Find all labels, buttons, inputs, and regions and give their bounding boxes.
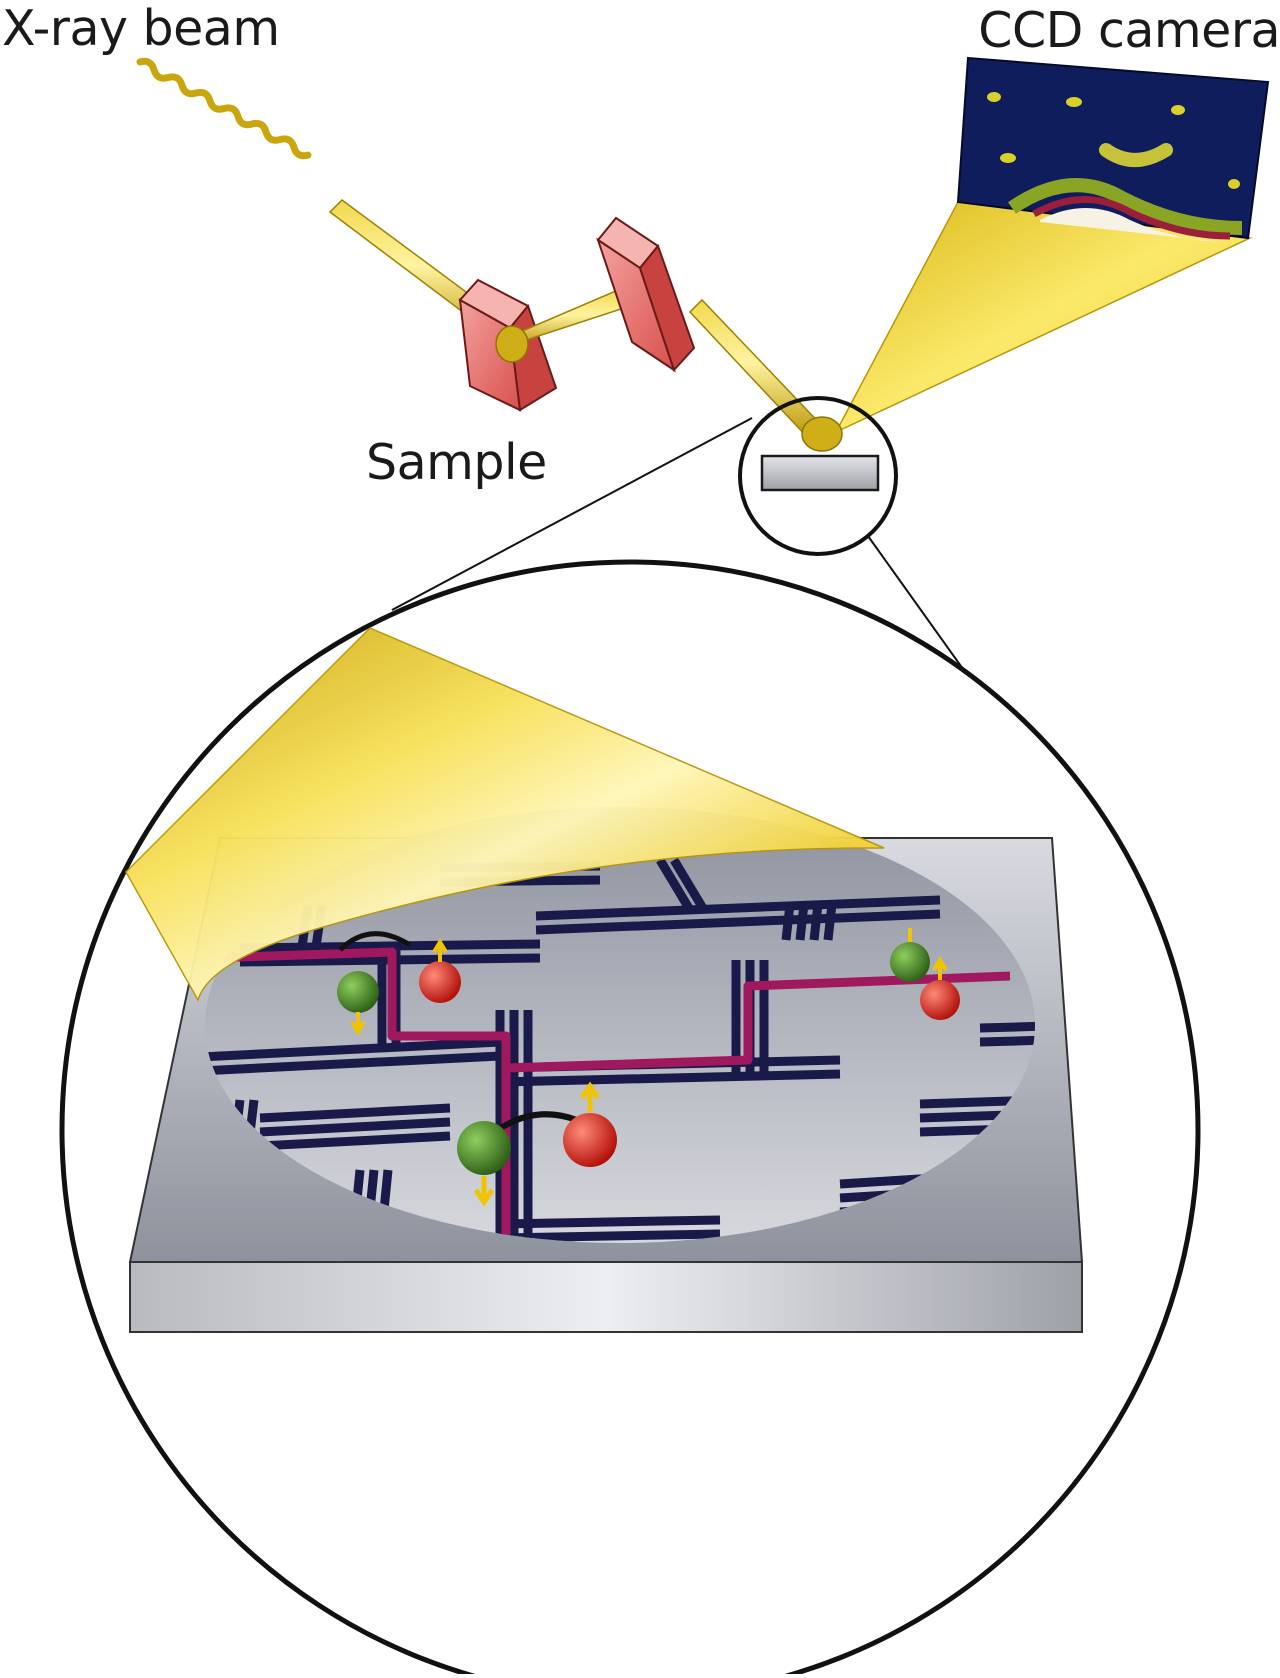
zoomed-beam-fan	[125, 627, 885, 1002]
atom-pair-icon	[337, 931, 461, 1036]
sample-on-beam	[760, 416, 880, 492]
illuminated-lattice	[205, 807, 1035, 1243]
ccd-detector-icon	[956, 56, 1270, 242]
beam-segment-3	[688, 298, 828, 439]
sample-label: Sample	[366, 434, 547, 491]
xray-beam-label: X-ray beam	[2, 0, 280, 57]
analyzer-crystal-icon	[596, 216, 696, 373]
atom-pair-icon	[890, 928, 960, 1020]
beam-segment-2	[495, 288, 625, 363]
atom-pair-icon	[457, 1081, 617, 1207]
xray-source-wave	[136, 57, 312, 160]
ccd-camera-label: CCD camera	[978, 2, 1280, 59]
scattered-beam-fan	[834, 201, 1253, 434]
